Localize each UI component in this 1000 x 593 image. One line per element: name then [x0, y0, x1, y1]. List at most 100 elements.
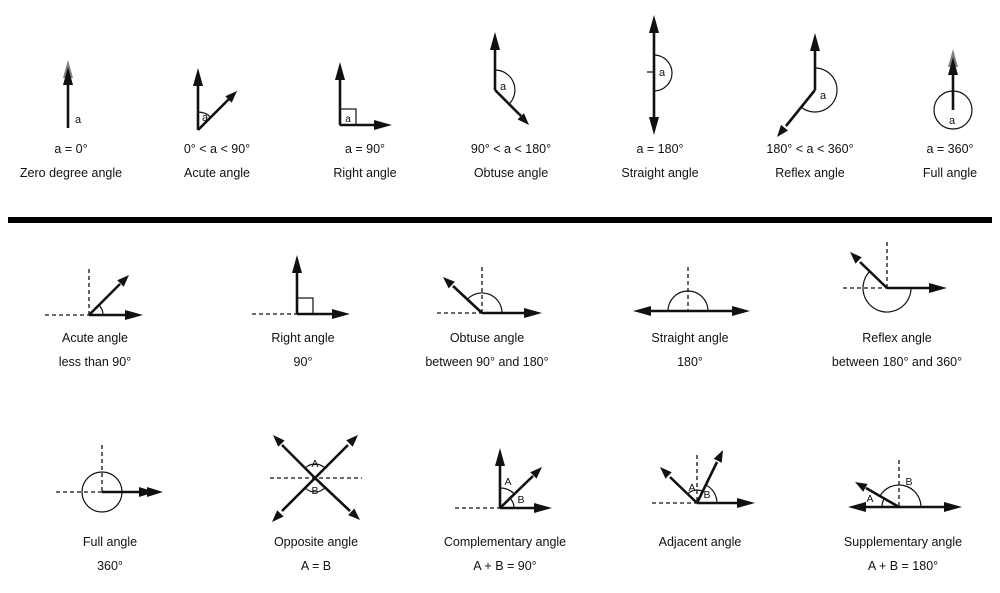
figure-description: 90° — [293, 355, 313, 369]
figure-obtuse-angle-top: a 90° < a < 180° Obtuse angle — [446, 10, 576, 181]
angle-letter: a — [75, 114, 82, 126]
ray-right-arrow-icon — [89, 310, 143, 320]
figure-description: between 180° and 360° — [831, 355, 963, 369]
angle-arc — [494, 69, 516, 105]
figure-name: Right angle — [271, 331, 335, 345]
angle-letter-a: A — [311, 458, 318, 470]
angle-arc-a — [687, 489, 703, 495]
reflex-angle-drawing: a — [777, 33, 838, 137]
angle-letter-b: B — [905, 476, 912, 488]
zero-degree-angle-drawing: a — [63, 60, 82, 128]
reflex-angle-arc — [800, 67, 838, 113]
figure-formula: a = 180° — [636, 142, 684, 156]
ray-right-double-arrow-icon — [102, 487, 163, 497]
figure-straight-angle-top: a a = 180° Straight angle — [595, 10, 725, 181]
angle-arc — [466, 292, 503, 314]
ray-up-right-arrow-icon — [695, 450, 723, 504]
ray-up-double-arrow-icon — [948, 49, 958, 110]
angle-arc-b — [705, 484, 718, 504]
figure-right-angle-top: a a = 90° Right angle — [300, 10, 430, 181]
angle-arc-b — [509, 497, 515, 509]
angle-letter-b: B — [703, 489, 710, 501]
coincident-rays-up-arrow-icon — [63, 60, 73, 128]
angle-letter: a — [659, 67, 666, 79]
figure-obtuse-angle: Obtuse angle between 90° and 180° — [417, 240, 557, 370]
figure-name: Supplementary angle — [843, 535, 963, 549]
complementary-angle-drawing: A B — [455, 448, 552, 513]
angle-letter-b: B — [517, 494, 524, 506]
angle-letter: a — [949, 115, 956, 127]
ray-right-arrow-icon — [887, 283, 947, 293]
section-divider — [8, 217, 992, 223]
figure-formula: a = 0° — [54, 142, 88, 156]
ray-right-arrow-icon — [482, 308, 542, 318]
figure-name: Reflex angle — [862, 331, 932, 345]
ray-up-left-arrow-icon — [273, 435, 316, 479]
double-ended-vertical-arrow-icon — [649, 15, 659, 135]
figure-name: Straight angle — [651, 331, 729, 345]
figure-name: Complementary angle — [443, 535, 567, 549]
figure-description: A + B = 90° — [473, 559, 537, 573]
figure-full-angle-top: a a = 360° Full angle — [885, 10, 1000, 181]
straight-angle-drawing: a — [647, 15, 673, 135]
figure-supplementary-angle: A B Supplementary angle A + B = 180° — [833, 430, 973, 574]
figure-adjacent-angle: A B Adjacent angle — [630, 430, 770, 558]
angle-letter-a: A — [688, 482, 695, 494]
double-ended-horizontal-arrow-icon — [848, 502, 962, 512]
ray-up-left-arrow-icon — [855, 482, 900, 509]
angle-arc — [667, 290, 709, 312]
angle-arc — [98, 304, 104, 316]
acute-angle-drawing — [45, 267, 143, 320]
figure-acute-angle: Acute angle less than 90° — [25, 240, 165, 370]
obtuse-angle-drawing — [437, 265, 542, 318]
ray-down-left-arrow-icon — [272, 477, 316, 522]
figure-description: 360° — [97, 559, 123, 573]
figure-name: Opposite angle — [273, 535, 359, 549]
right-angle-square — [296, 297, 314, 315]
angle-arc-a — [304, 463, 326, 469]
figure-formula: 90° < a < 180° — [470, 142, 552, 156]
figure-name: Reflex angle — [775, 166, 845, 180]
figure-name: Straight angle — [621, 166, 699, 180]
figure-description: between 90° and 180° — [425, 355, 549, 369]
angle-arc-a — [881, 498, 885, 508]
angle-arc-b — [879, 484, 922, 508]
reflex-angle-arc — [862, 270, 912, 313]
figure-description: A = B — [300, 559, 332, 573]
figure-formula: a = 90° — [344, 142, 386, 156]
angle-arc — [197, 111, 212, 118]
figure-name: Acute angle — [183, 166, 251, 180]
figure-complementary-angle: A B Complementary angle A + B = 90° — [435, 430, 575, 574]
ray-diagonal-arrow-icon — [499, 467, 542, 509]
figure-straight-angle: Straight angle 180° — [620, 240, 760, 370]
figure-description: A + B = 180° — [867, 559, 939, 573]
angle-arc — [653, 54, 673, 92]
obtuse-angle-drawing: a — [490, 32, 529, 125]
full-angle-drawing — [56, 445, 163, 513]
figure-formula: 180° < a < 360° — [766, 142, 854, 156]
ray-up-left-arrow-icon — [443, 277, 483, 314]
figure-zero-degree-angle: a a = 0° Zero degree angle — [6, 10, 136, 181]
figure-name: Right angle — [333, 166, 397, 180]
figure-opposite-angle: A B Opposite angle A = B — [246, 430, 386, 574]
figure-formula: 0° < a < 90° — [183, 142, 251, 156]
figure-description: less than 90° — [58, 355, 132, 369]
angle-letter-b: B — [311, 485, 318, 497]
ray-up-right-arrow-icon — [314, 435, 358, 479]
right-angle-square — [339, 108, 357, 126]
acute-angle-drawing: a — [193, 68, 237, 131]
figure-reflex-angle-top: a 180° < a < 360° Reflex angle — [745, 10, 875, 181]
angle-letter: a — [345, 114, 351, 125]
full-angle-drawing: a — [933, 49, 973, 130]
angle-arc-a — [499, 487, 515, 495]
right-angle-drawing — [252, 255, 350, 319]
angle-letter-a: A — [504, 476, 511, 488]
ray-right-arrow-icon — [697, 498, 755, 508]
angle-letter-a: A — [866, 493, 873, 505]
reflex-angle-drawing — [843, 242, 947, 313]
figure-reflex-angle: Reflex angle between 180° and 360° — [827, 240, 967, 370]
figure-name: Acute angle — [61, 331, 129, 345]
angle-letter: a — [820, 90, 827, 102]
ray-down-right-arrow-icon — [314, 477, 360, 520]
